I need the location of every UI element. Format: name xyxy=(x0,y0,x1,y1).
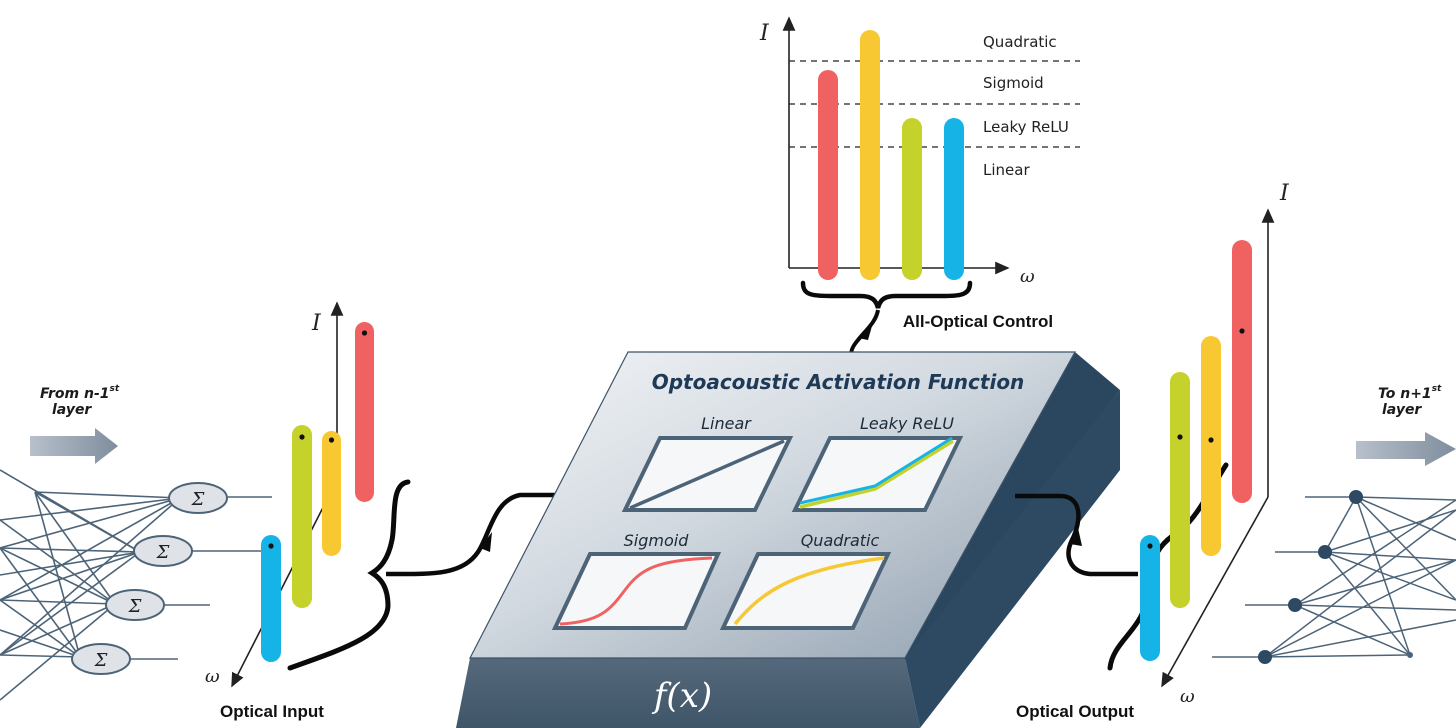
control-intensity-label: I xyxy=(759,21,770,46)
output-blue-bar xyxy=(1140,535,1160,661)
panel-leaky-relu: Leaky ReLU xyxy=(791,414,964,512)
input-intensity-label: I xyxy=(311,311,322,336)
input-frequency-label: ω xyxy=(205,666,220,687)
input-yellow-peak-dot xyxy=(328,437,335,443)
panel-linear-label: Linear xyxy=(701,414,752,433)
input-neural-network: Σ Σ Σ Σ xyxy=(0,469,272,701)
panel-leaky-relu-label: Leaky ReLU xyxy=(860,414,954,433)
panel-quadratic-frame xyxy=(719,552,892,630)
input-yellow-bar xyxy=(322,431,341,556)
panel-sigmoid-frame xyxy=(551,552,722,630)
svg-text:From n-1st: From n-1st xyxy=(40,384,120,402)
sum-node: Σ xyxy=(105,589,165,621)
output-yellow-bar xyxy=(1201,336,1221,556)
control-green-bar xyxy=(902,118,922,280)
control-blue-bar xyxy=(944,118,964,280)
chip-side-face xyxy=(905,390,1120,728)
panel-quadratic-label: Quadratic xyxy=(801,531,880,550)
svg-text:To n+1st: To n+1st xyxy=(1378,384,1442,402)
output-waveguide-arrowhead xyxy=(1070,528,1082,546)
from-layer-word: layer xyxy=(52,402,92,418)
panel-quadratic: Quadratic xyxy=(719,531,892,630)
quadratic-curve xyxy=(733,556,885,626)
control-frequency-label: ω xyxy=(1020,266,1035,287)
panel-linear: Linear xyxy=(621,414,794,512)
sum-node: Σ xyxy=(71,643,131,675)
output-frequency-label: ω xyxy=(1180,686,1195,707)
optical-output-label: Optical Output xyxy=(1016,702,1134,721)
leaky-relu-curve-green xyxy=(799,439,954,509)
input-waveguide-arrowhead xyxy=(480,532,492,552)
sum-node: Σ xyxy=(168,482,228,514)
input-frequency-axis xyxy=(231,479,338,688)
input-direction-arrow xyxy=(30,428,118,464)
output-yellow-peak-dot xyxy=(1208,437,1214,443)
output-green-bar xyxy=(1170,372,1190,608)
input-green-peak-dot xyxy=(299,434,305,440)
from-layer-text: From n-1 xyxy=(40,386,110,402)
to-layer-word: layer xyxy=(1382,402,1422,418)
chip-title: Optoacoustic Activation Function xyxy=(652,370,1025,394)
sigmoid-curve xyxy=(559,556,713,626)
input-spectrum: I ω Optical Input xyxy=(205,301,411,721)
output-node xyxy=(1288,598,1302,612)
level-sigmoid: Sigmoid xyxy=(983,74,1044,92)
control-red-bar xyxy=(818,70,838,280)
control-waveguide-arrowhead xyxy=(858,326,872,340)
input-red-peak-dot xyxy=(361,330,368,336)
sum-symbol: Σ xyxy=(191,489,205,510)
input-brace xyxy=(287,479,411,671)
output-blue-peak-dot xyxy=(1147,543,1153,549)
fx-label: f(x) xyxy=(651,676,712,716)
input-waveguide xyxy=(385,492,560,577)
all-optical-control-label: All-Optical Control xyxy=(903,312,1053,331)
level-quadratic: Quadratic xyxy=(983,33,1057,51)
input-red-bar xyxy=(355,322,374,502)
to-next-layer: To n+1st layer xyxy=(1356,384,1456,466)
leaky-relu-curve-blue xyxy=(799,436,953,505)
to-layer-text: To n+1 xyxy=(1378,386,1432,402)
output-intensity-label: I xyxy=(1279,181,1290,206)
output-spectrum: I ω Optical Output xyxy=(1016,181,1290,721)
input-green-bar xyxy=(292,425,312,608)
chip-front-face xyxy=(456,658,920,728)
output-direction-arrow xyxy=(1356,432,1456,466)
level-leaky-relu: Leaky ReLU xyxy=(983,118,1069,136)
input-blue-peak-dot xyxy=(268,543,274,549)
network-connections xyxy=(1212,496,1456,658)
sum-nodes: Σ Σ Σ Σ xyxy=(71,482,228,675)
output-red-peak-dot xyxy=(1239,328,1245,334)
output-red-bar xyxy=(1232,240,1252,503)
control-brace xyxy=(800,280,973,309)
to-layer-superscript: st xyxy=(1432,384,1442,394)
output-neural-network xyxy=(1212,490,1456,664)
sum-symbol: Σ xyxy=(94,650,108,671)
network-connections xyxy=(0,469,272,701)
output-node xyxy=(1258,650,1272,664)
output-frequency-axis xyxy=(1161,496,1269,688)
from-layer-superscript: st xyxy=(110,384,120,394)
sum-symbol: Σ xyxy=(156,542,170,563)
optoacoustic-chip: Optoacoustic Activation Function f(x) Li… xyxy=(456,351,1120,728)
panel-leaky-relu-frame xyxy=(791,436,964,512)
output-node xyxy=(1349,490,1363,504)
output-green-peak-dot xyxy=(1177,434,1183,440)
output-node xyxy=(1318,545,1332,559)
panel-sigmoid: Sigmoid xyxy=(551,531,722,630)
from-previous-layer: From n-1st layer xyxy=(30,384,120,464)
control-yellow-bar xyxy=(860,30,880,280)
sum-symbol: Σ xyxy=(128,596,142,617)
control-spectrum: I ω Quadratic Sigmoid Leaky ReLU Linear … xyxy=(759,16,1080,357)
panel-sigmoid-label: Sigmoid xyxy=(624,531,690,550)
input-blue-bar xyxy=(261,535,281,662)
sum-node: Σ xyxy=(133,535,193,567)
linear-curve xyxy=(629,439,785,510)
output-node xyxy=(1407,652,1413,658)
optical-input-label: Optical Input xyxy=(220,702,324,721)
level-linear: Linear xyxy=(983,161,1030,179)
